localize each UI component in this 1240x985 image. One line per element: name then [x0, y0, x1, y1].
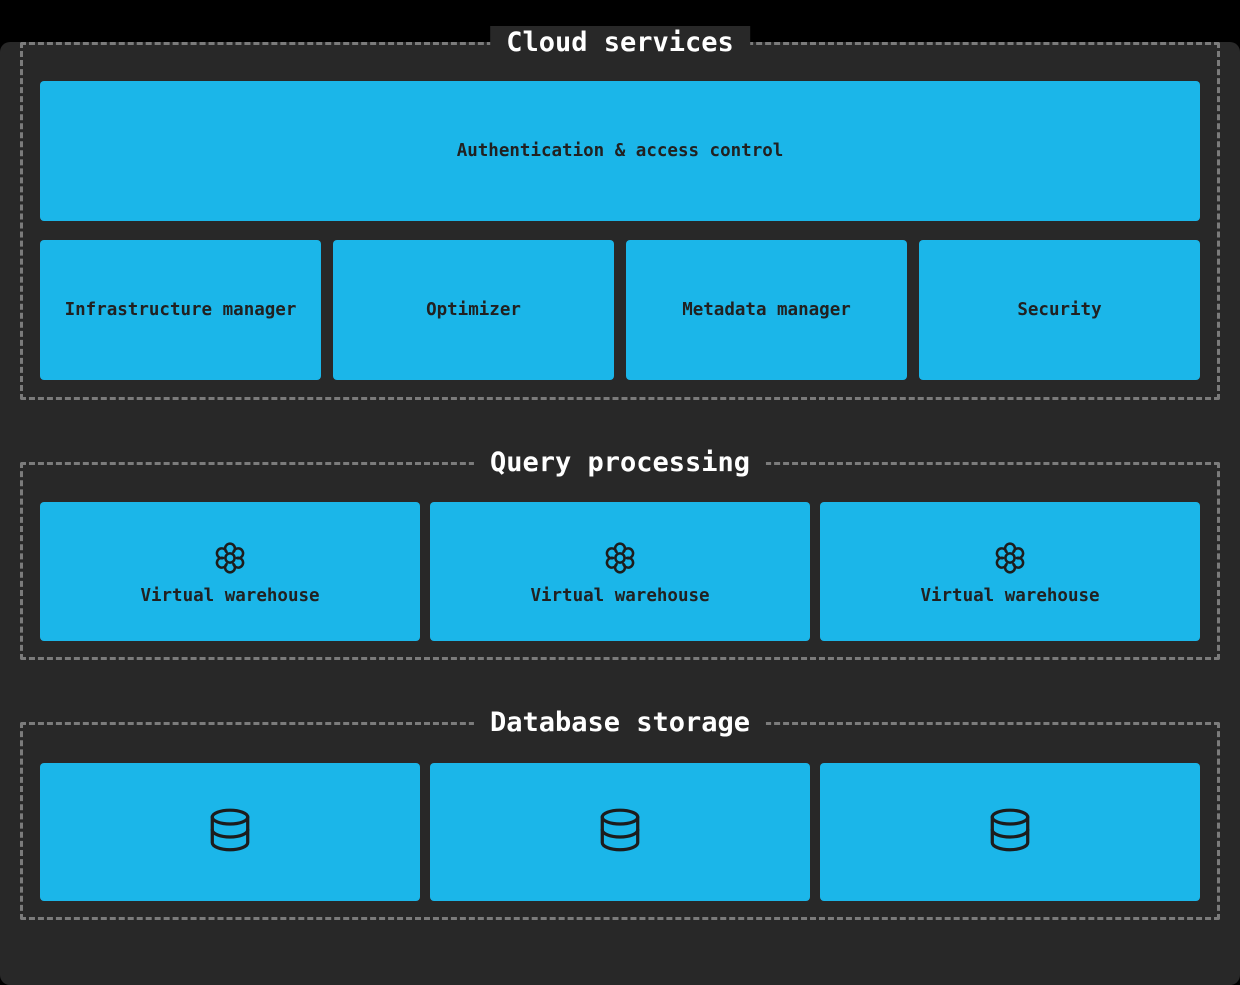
database-icon — [990, 808, 1030, 852]
metadata-manager-label: Metadata manager — [682, 300, 851, 320]
section-title-database-storage: Database storage — [473, 706, 767, 740]
database-box — [40, 763, 420, 901]
virtual-warehouse-label: Virtual warehouse — [140, 586, 320, 606]
database-storage-box-row — [40, 763, 1200, 901]
security-box: Security — [919, 240, 1200, 380]
diagram-canvas: { "colors": { "page_background": "#28282… — [0, 26, 1240, 985]
security-label: Security — [1017, 300, 1102, 320]
section-cloud-services: Cloud services Authentication & access c… — [20, 26, 1220, 400]
virtual-warehouse-box: Virtual warehouse — [430, 502, 810, 641]
database-box — [820, 763, 1200, 901]
infrastructure-manager-label: Infrastructure manager — [64, 300, 297, 320]
virtual-warehouse-box: Virtual warehouse — [40, 502, 420, 641]
virtual-warehouse-label: Virtual warehouse — [530, 586, 710, 606]
cloud-services-box-row: Infrastructure manager Optimizer Metadat… — [40, 240, 1200, 380]
auth-access-control-label: Authentication & access control — [456, 141, 784, 161]
infrastructure-manager-box: Infrastructure manager — [40, 240, 321, 380]
section-title-cloud-services: Cloud services — [490, 26, 750, 60]
virtual-warehouse-box: Virtual warehouse — [820, 502, 1200, 641]
section-query-processing: Query processing Virtual warehouse Virtu… — [20, 446, 1220, 660]
database-icon — [600, 808, 640, 852]
gear-icon — [605, 542, 635, 574]
optimizer-box: Optimizer — [333, 240, 614, 380]
metadata-manager-box: Metadata manager — [626, 240, 907, 380]
gear-icon — [995, 542, 1025, 574]
optimizer-label: Optimizer — [426, 300, 521, 320]
section-database-storage: Database storage — [20, 706, 1220, 920]
gear-icon — [215, 542, 245, 574]
database-icon — [210, 808, 250, 852]
auth-access-control-box: Authentication & access control — [40, 81, 1200, 221]
query-processing-box-row: Virtual warehouse Virtual warehouse Virt… — [40, 502, 1200, 641]
section-title-query-processing: Query processing — [473, 446, 767, 480]
database-box — [430, 763, 810, 901]
virtual-warehouse-label: Virtual warehouse — [920, 586, 1100, 606]
